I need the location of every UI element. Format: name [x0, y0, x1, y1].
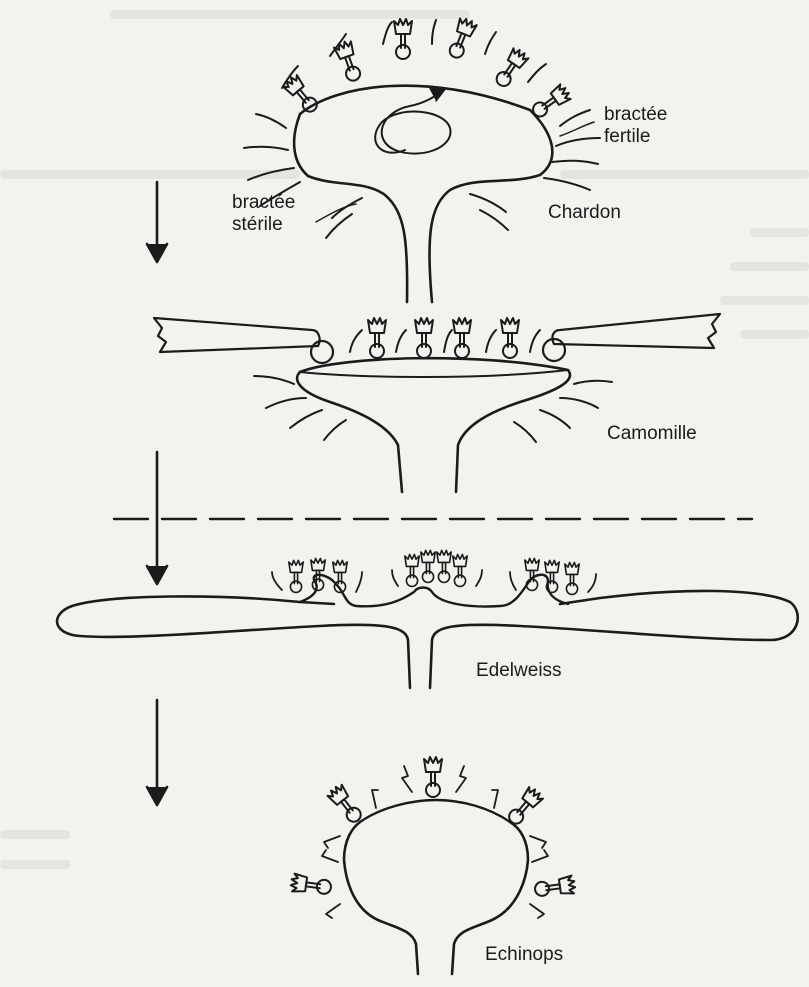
floret-icon	[534, 875, 576, 898]
floret-icon	[453, 554, 467, 586]
floret-icon	[368, 318, 386, 358]
label-line: stérile	[232, 214, 295, 236]
label-line: fertile	[604, 126, 667, 148]
edelweiss-drawing	[57, 550, 798, 688]
down-arrow-icon	[147, 700, 167, 805]
floret-icon	[501, 318, 519, 358]
floret-icon	[453, 318, 471, 358]
floret-icon	[289, 560, 303, 592]
floret-icon	[529, 83, 572, 121]
label-line: bractée	[232, 192, 295, 214]
label-echinops: Echinops	[485, 944, 563, 966]
label-chardon: Chardon	[548, 202, 621, 224]
label-bractee-fertile: bractée fertile	[604, 104, 667, 148]
label-line: bractée	[604, 104, 667, 126]
floret-icon	[421, 550, 435, 582]
label-camomille: Camomille	[607, 423, 697, 445]
floret-icon	[437, 550, 451, 582]
echinops-drawing	[290, 757, 576, 974]
down-arrow-icon	[147, 182, 167, 262]
floret-icon	[326, 783, 365, 826]
floret-icon	[446, 17, 478, 61]
floret-icon	[394, 19, 412, 59]
floret-icon	[415, 318, 433, 358]
floret-icon	[290, 873, 332, 896]
floret-icon	[565, 562, 579, 594]
camomille-drawing	[154, 314, 720, 492]
floret-icon	[492, 47, 529, 90]
label-bractee-sterile: bractée stérile	[232, 192, 295, 236]
floret-icon	[405, 554, 419, 586]
label-edelweiss: Edelweiss	[476, 660, 562, 682]
chardon-drawing	[244, 17, 600, 302]
floret-icon	[424, 757, 442, 797]
floret-icon	[505, 786, 545, 828]
